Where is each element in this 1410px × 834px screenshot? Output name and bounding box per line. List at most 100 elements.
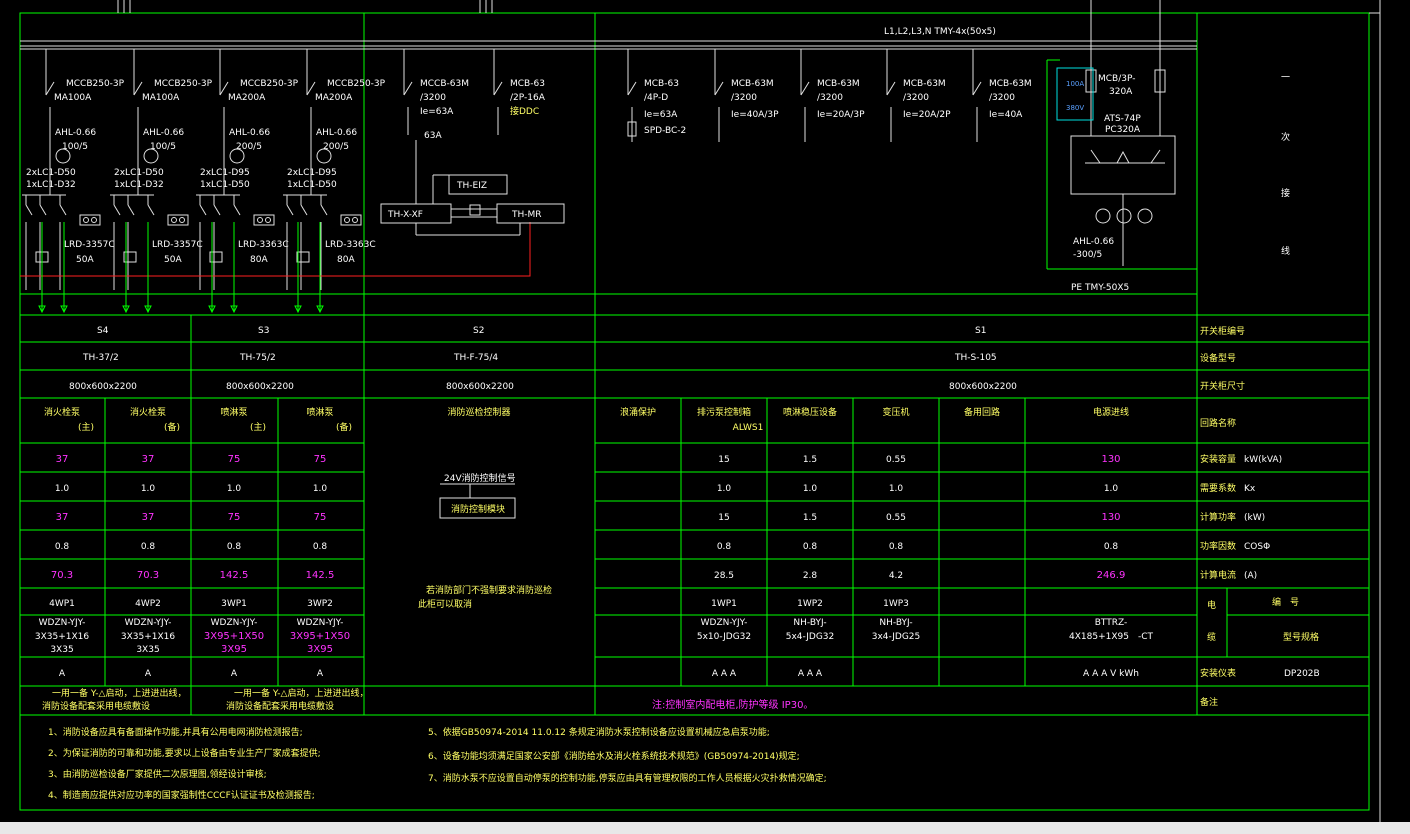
label-pf: 功率因数 bbox=[1200, 540, 1236, 552]
cell-cable-type: WDZN-YJY- bbox=[125, 618, 172, 628]
cell-calc-current: 70.3 bbox=[137, 570, 159, 581]
table-column: 喷淋泵(备)751.0750.8142.53WP2WDZN-YJY-3X95+1… bbox=[290, 406, 352, 679]
remarks-row: 一用一备 Y-△启动，上进进出线， 消防设备配套采用电缆敷设 一用一备 Y-△启… bbox=[42, 687, 813, 712]
panel-s4-model: TH-37/2 bbox=[82, 353, 119, 363]
feeder-relay-rating: 50A bbox=[76, 255, 94, 265]
remark-s3-1: 一用一备 Y-△启动，上进进出线， bbox=[234, 687, 368, 699]
s1-breaker-model: MCB-63M bbox=[731, 79, 774, 89]
s1-breaker-rating: Ie=40A bbox=[989, 110, 1023, 120]
label-cable-1: 电 bbox=[1207, 599, 1216, 611]
cell-calc-power: 0.55 bbox=[886, 513, 906, 523]
cell-power-factor: 0.8 bbox=[141, 542, 156, 552]
s1-breaker-rating: Ie=40A/3P bbox=[731, 110, 779, 120]
cell-install-cap: 1.5 bbox=[803, 455, 817, 465]
s2-breaker-current: 63A bbox=[424, 131, 442, 141]
title-side-column: 一 次 接 线 bbox=[1281, 73, 1290, 257]
column-name: 备用回路 bbox=[964, 406, 1000, 418]
feeder-relay-rating: 50A bbox=[164, 255, 182, 265]
label-circuit: 回路名称 bbox=[1200, 417, 1236, 429]
feeder-contactor-1: 2xLC1-D95 bbox=[287, 168, 337, 178]
ats-blue-label-2: 380V bbox=[1066, 104, 1084, 112]
s1-breaker-model: MCB-63M bbox=[817, 79, 860, 89]
panel-s3-size: 800x600x2200 bbox=[226, 382, 294, 392]
cell-cable-type: WDZN-YJY- bbox=[701, 618, 748, 628]
window-bottom-bar bbox=[0, 822, 1410, 834]
feeder-mccb-label: MCCB250-3P bbox=[66, 79, 125, 89]
panel-s3-no: S3 bbox=[258, 326, 269, 336]
panel-s1-size: 800x600x2200 bbox=[949, 382, 1017, 392]
cell-calc-current: 4.2 bbox=[889, 571, 903, 581]
feeder-meter-label: AHL-0.66 bbox=[143, 128, 184, 138]
panel-s1-model: TH-S-105 bbox=[954, 353, 997, 363]
s2-breaker-model: MCCB-63M bbox=[420, 79, 469, 89]
mr-label: TH-MR bbox=[511, 210, 542, 220]
cell-cable-no: 1WP3 bbox=[883, 599, 909, 609]
cell-cable-spec-2: 3X95 bbox=[307, 644, 333, 655]
title-char-4: 线 bbox=[1281, 245, 1290, 257]
feeder-trip-label: MA200A bbox=[315, 93, 353, 103]
cell-meter: A bbox=[317, 669, 324, 679]
feeder-contactor-1: 2xLC1-D50 bbox=[26, 168, 76, 178]
cell-cable-spec-2: 3X95 bbox=[221, 644, 247, 655]
cell-install-cap: 0.55 bbox=[886, 455, 906, 465]
panel-s1-no: S1 bbox=[975, 326, 986, 336]
feeder-contactor-2: 1xLC1-D32 bbox=[26, 180, 76, 190]
spec-table-cells: 消火栓泵(主)371.0370.870.34WP1WDZN-YJY-3X35+1… bbox=[35, 406, 1154, 679]
feeder-mccb-label: MCCB250-3P bbox=[154, 79, 213, 89]
label-cable-no: 编 号 bbox=[1272, 596, 1299, 608]
cell-demand-factor: 1.0 bbox=[55, 484, 70, 494]
label-panel-model: 设备型号 bbox=[1200, 352, 1236, 364]
general-note: 7、消防水泵不应设置自动停泵的控制功能,停泵应由具有管理权限的工作人员根据火灾扑… bbox=[428, 772, 827, 784]
cell-calc-current: 142.5 bbox=[306, 570, 335, 581]
feeder-trip-label: MA100A bbox=[142, 93, 180, 103]
s1-breaker-frame: /3200 bbox=[731, 93, 757, 103]
mr-box bbox=[496, 203, 565, 224]
panel-s2-no: S2 bbox=[473, 326, 484, 336]
s2-breaker-model: MCB-63 bbox=[510, 79, 545, 89]
column-name: 消火栓泵 bbox=[130, 406, 166, 418]
s2-breaker-rating: 接DDC bbox=[510, 105, 539, 117]
table-column: 喷淋稳压设备1.51.01.50.82.81WP2NH-BYJ-5x4-JDG3… bbox=[783, 406, 837, 679]
outgoing-arrows bbox=[38, 222, 324, 314]
fire-link-box bbox=[448, 174, 508, 195]
cell-power-factor: 0.8 bbox=[889, 542, 904, 552]
ats-mcb-rating: 320A bbox=[1109, 87, 1133, 97]
cell-power-factor: 0.8 bbox=[803, 542, 818, 552]
label-cable-spec: 型号规格 bbox=[1283, 631, 1319, 643]
feeder-trip-label: MA200A bbox=[228, 93, 266, 103]
cell-cable-spec: 5x4-JDG32 bbox=[786, 632, 835, 642]
label-meter-val: DP202B bbox=[1284, 669, 1320, 679]
panel-s2-size: 800x600x2200 bbox=[446, 382, 514, 392]
cell-install-cap: 75 bbox=[314, 454, 327, 465]
general-note: 2、为保证消防的可靠和功能,要求以上设备由专业生产厂家成套提供; bbox=[48, 747, 321, 759]
label-install-unit: kW(kVA) bbox=[1244, 455, 1282, 465]
s1-breaker-model: MCB-63M bbox=[903, 79, 946, 89]
general-note: 1、消防设备应具有备面操作功能,并具有公用电网消防检测报告; bbox=[48, 726, 303, 738]
cell-calc-current: 28.5 bbox=[714, 571, 734, 581]
table-column: 喷淋泵(主)751.0750.8142.53WP1WDZN-YJY-3X95+1… bbox=[204, 406, 266, 679]
label-calc-current-unit: (A) bbox=[1244, 571, 1257, 581]
cell-cable-spec: 5x10-JDG32 bbox=[697, 632, 751, 642]
cell-cable-spec-2: 3X35 bbox=[50, 645, 73, 655]
general-note: 5、依据GB50974-2014 11.0.12 条规定消防水泵控制设备应设置机… bbox=[428, 726, 770, 738]
panel-s2-model: TH-F-75/4 bbox=[453, 353, 498, 363]
table-column: 消火栓泵(主)371.0370.870.34WP1WDZN-YJY-3X35+1… bbox=[35, 406, 94, 679]
feeder-contactor-1: 2xLC1-D50 bbox=[114, 168, 164, 178]
column-sub: (备) bbox=[336, 421, 352, 433]
general-notes: 1、消防设备应具有备面操作功能,并具有公用电网消防检测报告; 2、为保证消防的可靠… bbox=[48, 726, 827, 801]
cell-cable-spec: 3X95+1X50 bbox=[290, 631, 350, 642]
table-column: 消防巡检控制器 bbox=[447, 406, 510, 418]
label-calc-current: 计算电流 bbox=[1200, 569, 1236, 581]
column-name: 消火栓泵 bbox=[44, 406, 80, 418]
cell-cable-no: 4WP2 bbox=[135, 599, 161, 609]
feeder-contactor-2: 1xLC1-D50 bbox=[200, 180, 250, 190]
cell-meter: A bbox=[59, 669, 66, 679]
ats-mcb-label: MCB/3P- bbox=[1098, 74, 1135, 84]
